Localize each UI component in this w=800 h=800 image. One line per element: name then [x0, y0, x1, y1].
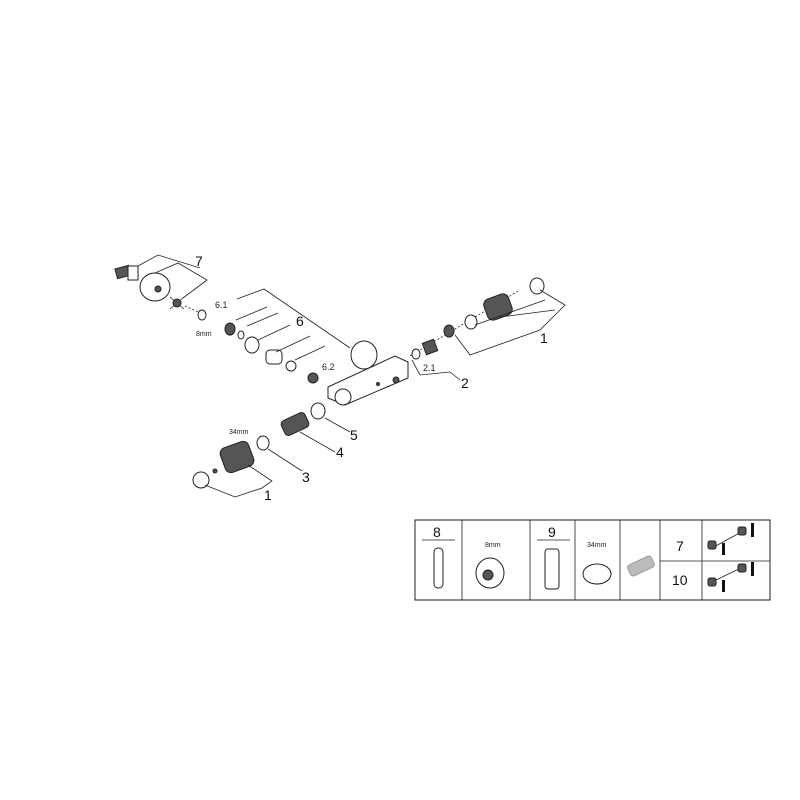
callout-1-left: 1: [264, 487, 272, 503]
part-group-7: 7: [114, 253, 208, 310]
o-ring: [237, 330, 245, 340]
body-outlet: [334, 388, 352, 406]
body-dot: [376, 382, 380, 386]
rosette-hole: [154, 285, 162, 293]
washer-6-1: [197, 309, 207, 321]
callout-3: 3: [302, 469, 310, 485]
wall-rosette: [350, 340, 378, 370]
cartridge-icon: [627, 555, 655, 577]
part-group-6: 6.1 8mm 6 6.2: [184, 288, 351, 384]
cartridge-4: [280, 412, 310, 436]
size-8mm-label: 8mm: [485, 542, 501, 549]
adapter-part: [443, 324, 455, 338]
leader-line: [299, 431, 336, 453]
callout-6-1: 6.1: [215, 300, 228, 310]
sleeve-9-icon: [544, 548, 560, 590]
pin-part-icon: [433, 547, 444, 589]
cap-lower: [192, 471, 210, 489]
callout-6: 6: [296, 313, 304, 329]
rosette-part: [139, 272, 171, 302]
callout-34mm: 34mm: [229, 429, 249, 436]
table-header-9: 9: [548, 524, 556, 540]
sleeve-part: [265, 349, 283, 365]
star-washer-part: [169, 296, 185, 310]
leader-line: [236, 288, 351, 349]
seal-part-5: [310, 402, 326, 420]
ring-34mm-3: [256, 435, 270, 451]
nipple-part: [127, 265, 139, 281]
callout-2: 2: [461, 375, 469, 391]
fitting-bore: [482, 569, 494, 581]
handle-lower: [219, 440, 255, 474]
leader-line: [324, 417, 351, 433]
outlet-nozzle: [392, 376, 400, 384]
part-group-lower: 34mm 5 4 3 1: [192, 402, 358, 503]
callout-7: 7: [195, 253, 203, 269]
check-valve-6-2: [307, 372, 319, 384]
ring-part: [464, 314, 478, 330]
table-row-7: 7: [676, 538, 684, 554]
callout-4: 4: [336, 444, 344, 460]
leader-line: [267, 448, 303, 472]
leader-line: [154, 262, 208, 299]
leader-line: [137, 254, 201, 269]
leader-line: [204, 464, 273, 498]
handle-part: [483, 293, 513, 321]
callout-1-right: 1: [540, 330, 548, 346]
callout-2-1: 2.1: [423, 363, 436, 373]
spare-parts-table: 8 9 8mm 34mm 7 10: [414, 519, 771, 601]
ring-34mm-icon: [582, 563, 612, 585]
table-header-8: 8: [433, 524, 441, 540]
callout-5: 5: [350, 427, 358, 443]
fitting-8mm: [224, 322, 236, 336]
table-row-10: 10: [672, 572, 688, 588]
callout-8mm: 8mm: [196, 331, 212, 338]
part-group-right: 1 2.1 2: [409, 277, 566, 391]
nut-part: [244, 336, 260, 354]
o-ring: [285, 360, 297, 372]
thermometer-service-icon: [707, 562, 754, 592]
size-34mm-label: 34mm: [587, 542, 607, 549]
thermostat-body: [327, 340, 409, 406]
leader-line: [454, 289, 566, 356]
leader-line: [411, 359, 461, 381]
screw: [212, 468, 218, 474]
washer-2-1: [411, 348, 421, 360]
cartridge-2: [421, 338, 439, 356]
callout-6-2: 6.2: [322, 362, 335, 372]
thermometer-service-icon: [707, 523, 754, 555]
